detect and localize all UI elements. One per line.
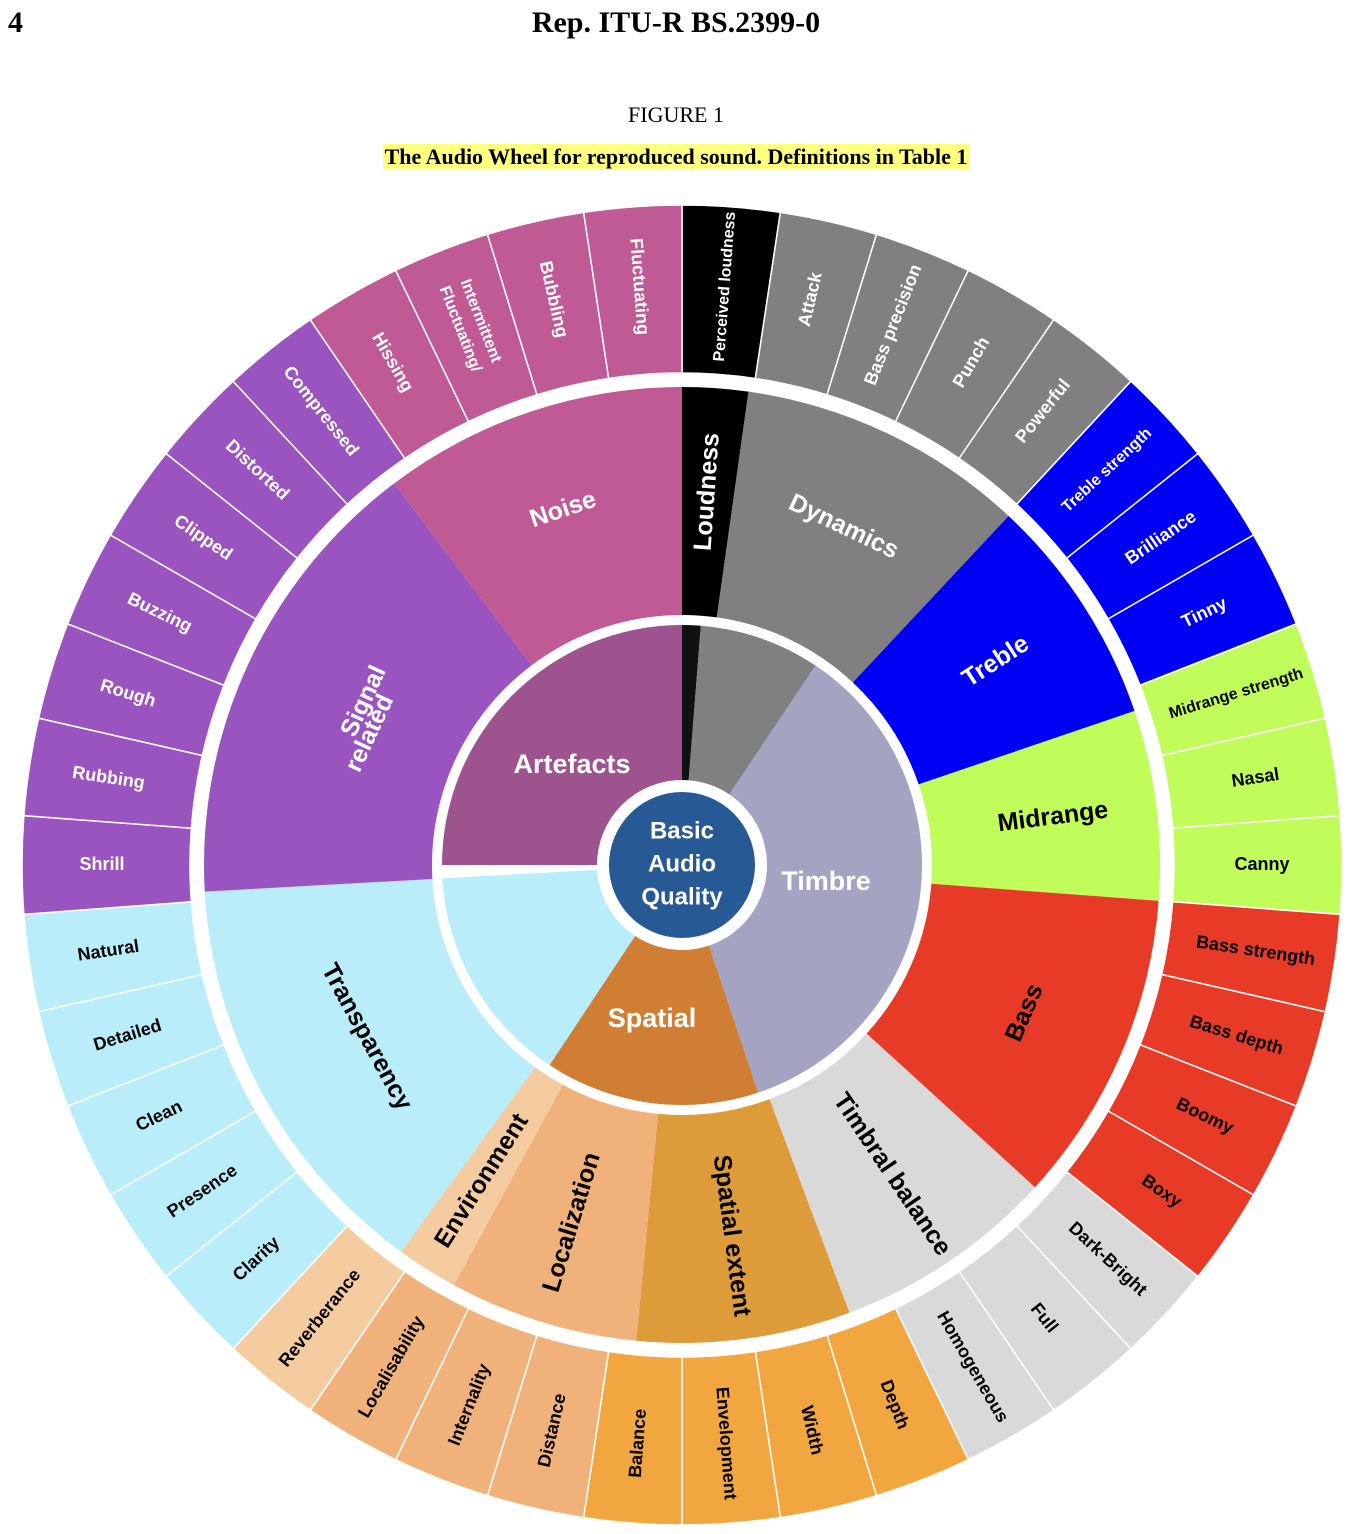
descriptor-detailed[interactable]: Detailed [37,973,225,1108]
descriptor-width[interactable]: Width [754,1334,878,1519]
figure-caption: The Audio Wheel for reproduced sound. De… [382,144,970,170]
descriptor-fluctuating[interactable]: Fluctuating [582,204,683,380]
descriptor-label: Shrill [79,854,124,874]
descriptor-hissing[interactable]: Hissing [309,269,470,460]
descriptor-label: Canny [1234,854,1289,874]
descriptor-buzzing[interactable]: Buzzing [66,533,257,687]
descriptor-boomy[interactable]: Boomy [1107,1043,1298,1197]
category-segment [549,935,759,1105]
center-label: Audio [648,850,716,877]
attribute-transparency[interactable]: Transparency [204,878,536,1252]
descriptor-segment [582,204,683,380]
descriptor-envelopment[interactable]: Envelopment [681,1350,782,1526]
attribute-segment [204,483,532,892]
attribute-segment [453,1084,659,1341]
attribute-spatial-extent[interactable]: Spatial extent [636,1099,850,1344]
descriptor-localisability[interactable]: Localisability [309,1270,470,1461]
category-segment [708,665,923,1093]
attribute-segment [401,1067,563,1286]
category-timbre[interactable]: Timbre [708,665,923,1093]
descriptor-boxy[interactable]: Boxy [1065,1109,1255,1278]
attribute-localization[interactable]: Localization [453,1084,659,1341]
descriptor-nasal[interactable]: Nasal [1160,717,1341,830]
attribute-segment [394,387,682,666]
descriptor-rough[interactable]: Rough [37,622,225,757]
figure-caption-row: The Audio Wheel for reproduced sound. De… [0,144,1352,170]
descriptor-distorted[interactable]: Distorted [164,380,349,560]
descriptor-homogeneous[interactable]: Homogeneous [894,1270,1055,1461]
descriptor-shrill[interactable]: Shrill [21,814,193,916]
attribute-segment [682,387,749,618]
attribute-bass[interactable]: Bass [866,883,1159,1188]
attribute-segment [918,710,1160,901]
category-ring-extension [688,625,816,795]
category-label: Artefacts [513,749,630,779]
category-transparency[interactable] [442,869,636,1066]
attribute-midrange[interactable]: Midrange [918,710,1160,901]
attribute-loudness[interactable]: Loudness [682,387,749,618]
category-ring-extension [682,625,701,781]
attribute-segment [204,878,536,1252]
attribute-segment [769,1033,1035,1313]
attribute-treble[interactable]: Treble [852,515,1135,785]
descriptor-canny[interactable]: Canny [1171,814,1343,916]
category-spatial[interactable]: Spatial [549,935,759,1105]
center-label: Basic [650,817,714,844]
category-label: Spatial [608,1003,697,1033]
center-label: Quality [641,883,723,910]
descriptor-perceived-loudness[interactable]: Perceived loudness [681,204,782,380]
attribute-segment [866,883,1159,1188]
category-segment [442,625,682,865]
attribute-timbral-balance[interactable]: Timbral balance [769,1033,1035,1313]
attribute-segment [716,391,1009,683]
category-label: Timbre [781,866,871,896]
figure-label: FIGURE 1 [628,102,724,127]
descriptor-punch[interactable]: Punch [894,269,1055,460]
descriptor-full[interactable]: Full [958,1224,1132,1412]
attribute-segment [636,1099,850,1344]
page-number: 4 [8,6,23,39]
descriptor-brilliance[interactable]: Brilliance [1065,452,1255,621]
descriptor-clean[interactable]: Clean [66,1043,257,1197]
descriptor-bass-precision[interactable]: Bass precision [826,233,970,423]
descriptor-balance[interactable]: Balance [582,1350,683,1526]
descriptor-dark-bright[interactable]: Dark-Bright [1015,1170,1200,1350]
descriptor-powerful[interactable]: Powerful [958,318,1132,506]
attribute-dynamics[interactable]: Dynamics [716,391,1009,683]
attribute-segment [852,515,1135,785]
category-segment [442,869,636,1066]
descriptor-midrange-strength[interactable]: Midrange strength [1139,622,1327,757]
descriptor-presence[interactable]: Presence [109,1109,299,1278]
report-title: Rep. ITU-R BS.2399-0 [531,6,821,39]
center-circle [603,786,761,944]
category-artefacts[interactable]: Artefacts [442,625,682,865]
attribute-noise[interactable]: Noise [394,387,682,666]
